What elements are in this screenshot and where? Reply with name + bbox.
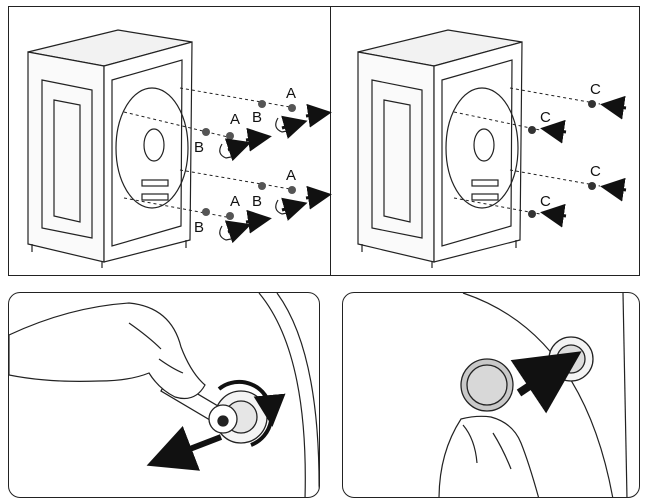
label-b: B bbox=[252, 109, 262, 126]
washing-machine-rear-icon bbox=[27, 29, 193, 268]
label-b: B bbox=[194, 219, 204, 236]
label-a: A bbox=[286, 167, 296, 184]
cap-detail-panel bbox=[342, 292, 640, 498]
label-c: C bbox=[590, 163, 601, 180]
remove-direction-arrow bbox=[224, 103, 332, 244]
label-c: C bbox=[540, 193, 551, 210]
label-b: B bbox=[252, 193, 262, 210]
cap-icon bbox=[528, 100, 596, 218]
bolt-icon bbox=[202, 100, 296, 220]
push-arrow-icon bbox=[510, 351, 582, 414]
top-divider bbox=[330, 6, 331, 276]
label-a: A bbox=[286, 85, 296, 102]
hole-icon bbox=[548, 336, 594, 382]
insert-direction-arrow bbox=[540, 95, 627, 228]
washing-machine-rear-icon bbox=[357, 29, 523, 268]
hand-icon bbox=[9, 302, 206, 400]
top-frame bbox=[8, 6, 640, 276]
rotate-arrow-icon bbox=[217, 379, 286, 447]
wrench-detail-panel bbox=[8, 292, 320, 498]
label-a: A bbox=[230, 111, 240, 128]
transit-bolt-group bbox=[123, 87, 297, 219]
label-c: C bbox=[590, 81, 601, 98]
label-a: A bbox=[230, 193, 240, 210]
hole-line-group bbox=[453, 87, 601, 215]
label-c: C bbox=[540, 109, 551, 126]
machine-edge bbox=[258, 293, 319, 497]
label-b: B bbox=[194, 139, 204, 156]
cap-icon bbox=[460, 358, 514, 412]
hand-icon bbox=[438, 415, 540, 497]
pull-out-arrow bbox=[146, 425, 223, 471]
